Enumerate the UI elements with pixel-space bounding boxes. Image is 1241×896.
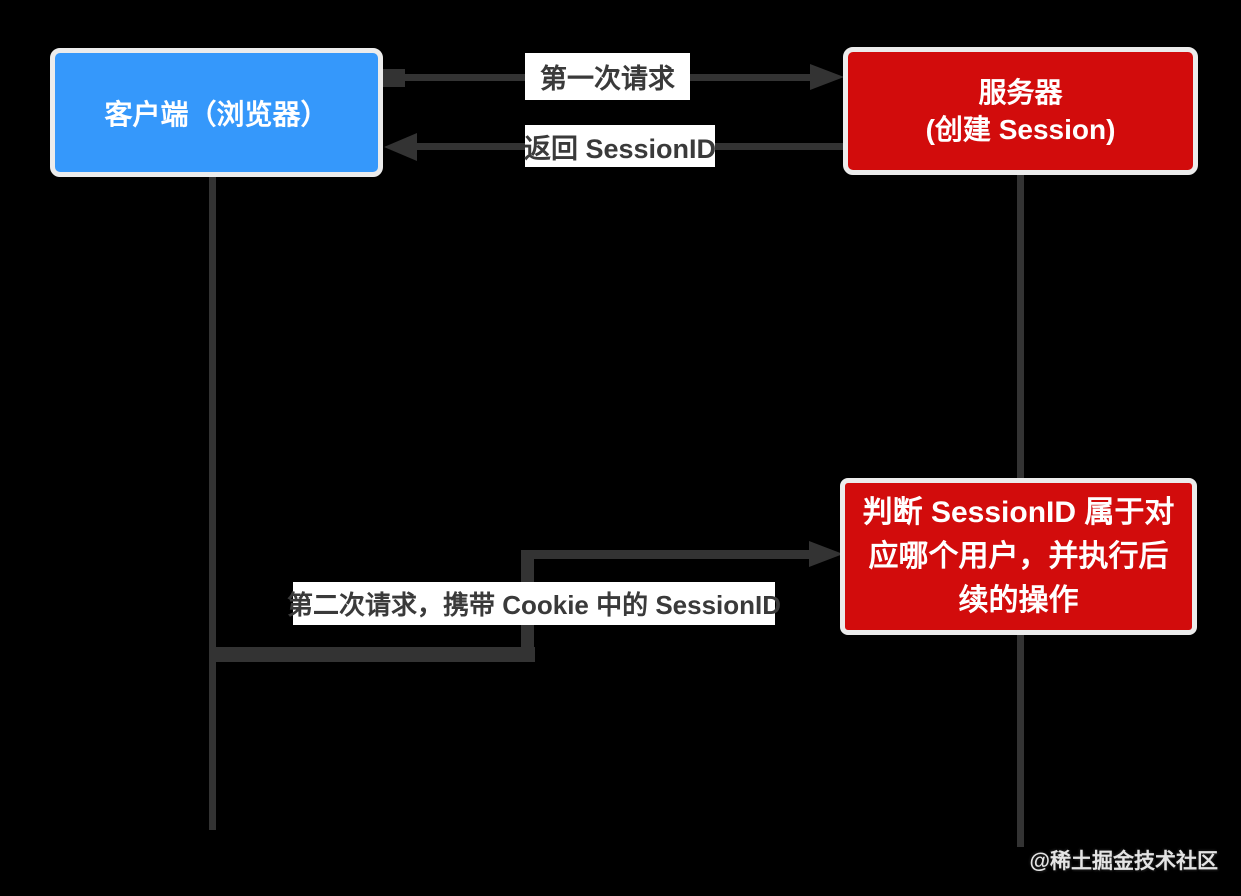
second-request-bottom-segment xyxy=(209,647,535,662)
return-sessionid-label: 返回 SessionID xyxy=(524,125,716,167)
judge-node-label-line3: 续的操作 xyxy=(958,583,1079,617)
arrow-right-icon xyxy=(810,64,844,90)
client-node: 客户端（浏览器） xyxy=(50,48,383,177)
server-lifeline-lower xyxy=(1017,630,1024,847)
watermark: @稀土掘金技术社区 xyxy=(1029,850,1218,873)
arrow-left-icon xyxy=(384,133,417,161)
judge-session-node: 判断 SessionID 属于对 应哪个用户，并执行后 续的操作 xyxy=(840,478,1197,635)
second-request-top-segment xyxy=(521,550,812,559)
server-node-label-line1: 服务器 xyxy=(978,77,1063,108)
first-request-tail xyxy=(383,69,405,87)
second-request-label: 第二次请求，携带 Cookie 中的 SessionID xyxy=(287,582,781,625)
client-lifeline xyxy=(209,172,216,830)
judge-node-label-line1: 判断 SessionID 属于对 xyxy=(862,495,1175,529)
arrow-right-icon xyxy=(809,541,843,567)
first-request-label: 第一次请求 xyxy=(525,53,690,100)
server-node-label-line2: (创建 Session) xyxy=(925,114,1116,145)
judge-node-label-line2: 应哪个用户，并执行后 xyxy=(868,539,1169,573)
server-lifeline-upper xyxy=(1017,170,1024,479)
client-node-label: 客户端（浏览器） xyxy=(104,98,329,130)
server-node: 服务器 (创建 Session) xyxy=(843,47,1198,175)
